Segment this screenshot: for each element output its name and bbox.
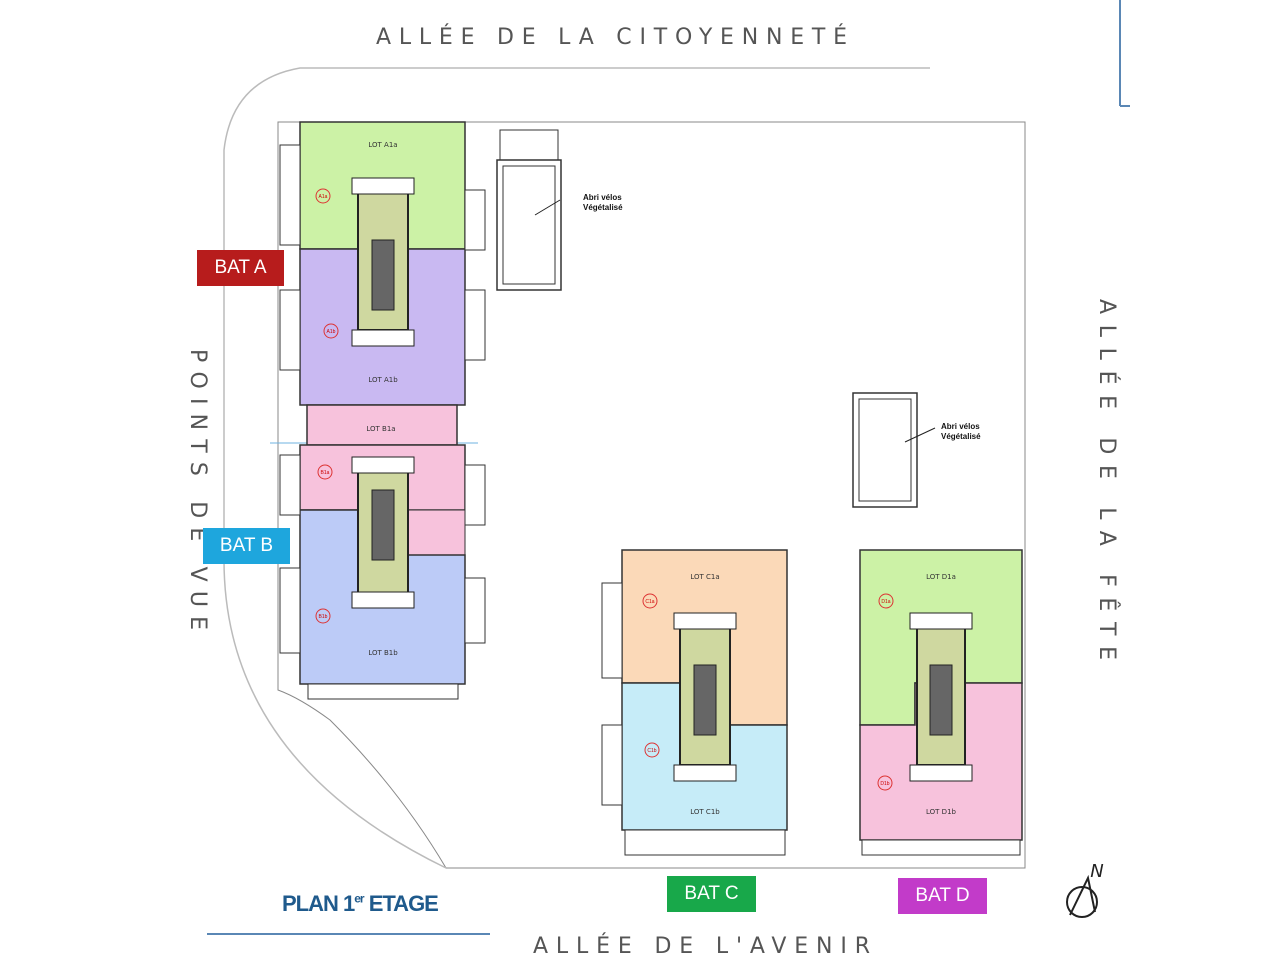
tag-b1a: B1a [321, 470, 330, 476]
tag-c1a: C1a [645, 599, 654, 605]
lot-a1b: LOT A1b [368, 376, 398, 384]
building-a: LOT A1a LOT A1b A1a A1b [279, 121, 486, 406]
building-b: LOT B1a LOT B1b B1a B1b [279, 404, 486, 700]
bike-shelter-1: Abri vélos Végétalisé [496, 129, 623, 291]
north-arrow-icon: N [1066, 861, 1104, 918]
lot-d1b: LOT D1b [926, 808, 957, 816]
street-right: ALLÉE DE LA FÊTE [1094, 299, 1120, 661]
bike-shelter-1-line1: Abri vélos [583, 193, 622, 202]
street-top: ALLÉE DE LA CITOYENNETÉ [376, 24, 848, 50]
lot-b1a: LOT B1a [366, 425, 395, 433]
lot-c1a: LOT C1a [690, 573, 719, 581]
building-d: LOT D1a LOT D1b D1a D1b [859, 549, 1023, 856]
bat-a-label: BAT A [197, 250, 284, 286]
bike-shelter-1-line2: Végétalisé [583, 203, 623, 212]
site-boundary [277, 121, 1026, 869]
tag-a1a: A1a [319, 194, 328, 200]
north-label: N [1090, 861, 1103, 882]
bike-shelter-2-line1: Abri vélos [941, 422, 980, 431]
tag-a1b: A1b [327, 329, 336, 335]
bike-shelter-2-line2: Végétalisé [941, 432, 981, 441]
bat-b-label: BAT B [203, 528, 290, 564]
street-left: POINTS DE VUE [185, 349, 210, 631]
title-underline [207, 933, 490, 935]
plan-title: PLAN 1er ETAGE [282, 891, 439, 916]
lot-a1a: LOT A1a [368, 141, 397, 149]
building-c: LOT C1a LOT C1b C1a C1b [601, 549, 788, 856]
tag-b1b: B1b [319, 614, 328, 620]
tag-d1a: D1a [881, 599, 890, 605]
lot-d1a: LOT D1a [926, 573, 956, 581]
bat-c-label: BAT C [667, 876, 756, 912]
lot-b1b: LOT B1b [368, 649, 398, 657]
road-edge-top [223, 67, 930, 869]
tag-c1b: C1b [647, 748, 656, 754]
street-bottom: ALLÉE DE L'AVENIR [533, 933, 871, 959]
lot-c1b: LOT C1b [690, 808, 720, 816]
bat-d-label: BAT D [898, 878, 987, 914]
tag-d1b: D1b [880, 781, 889, 787]
bike-shelter-2: Abri vélos Végétalisé [852, 392, 981, 508]
